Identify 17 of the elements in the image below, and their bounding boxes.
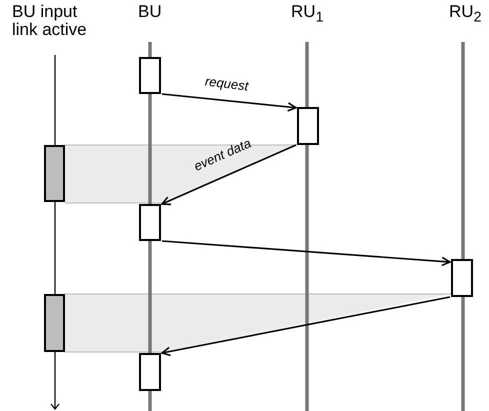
edge-label: event data xyxy=(191,134,253,174)
lifeline-heading: BU input link active xyxy=(12,3,88,39)
active-period-bar xyxy=(44,294,65,352)
message-arrow xyxy=(162,240,451,266)
edge-label: request xyxy=(204,72,249,94)
activation-box xyxy=(139,353,161,391)
activation-box xyxy=(297,107,319,145)
activation-box xyxy=(139,57,161,94)
active-period-bar xyxy=(44,145,65,202)
lifeline-heading: RU$_{1}$ xyxy=(291,3,324,26)
lifeline-heading: BU xyxy=(138,3,162,21)
message-arrow xyxy=(162,93,297,112)
message-arrow xyxy=(161,144,296,206)
lifeline-heading: RU$_{2}$ xyxy=(449,3,482,26)
activation-box xyxy=(451,259,473,297)
message-arrow xyxy=(161,296,450,356)
activation-box xyxy=(139,204,161,241)
